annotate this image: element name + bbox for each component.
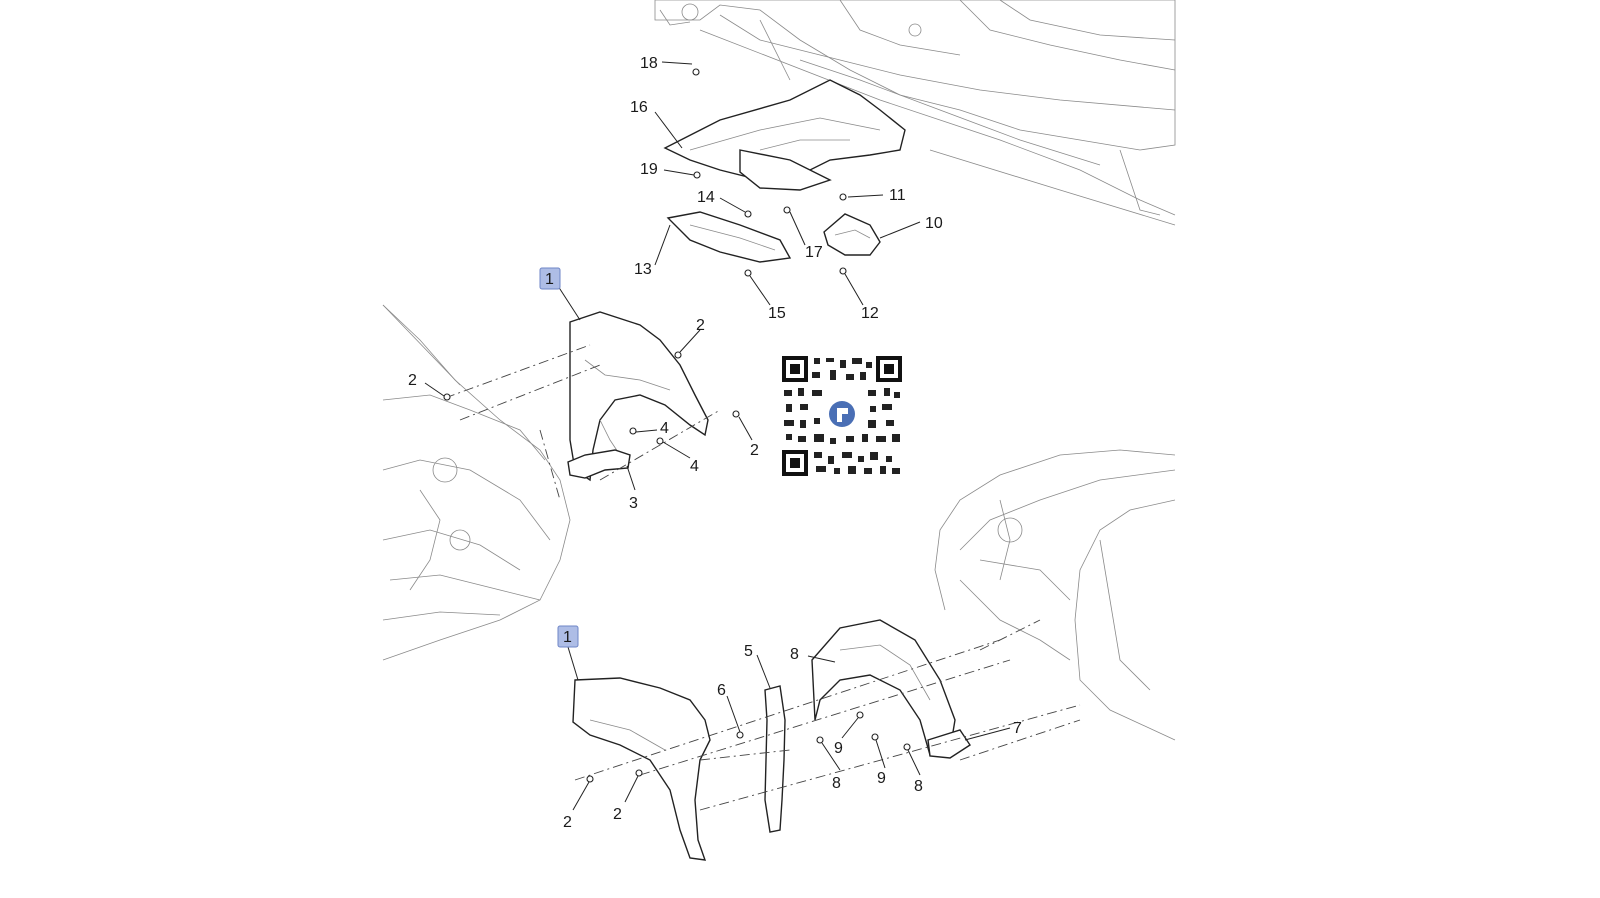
fastener-4a xyxy=(629,427,637,435)
callout-11: 11 xyxy=(889,187,906,204)
fastener-2e xyxy=(635,769,643,777)
fasteners xyxy=(443,68,911,783)
callout-1-lower: 1 xyxy=(563,629,572,646)
front-right-line-art xyxy=(934,449,1176,741)
callout-18: 18 xyxy=(640,55,658,72)
underbody-line-art xyxy=(654,0,1176,226)
fastener-17 xyxy=(783,206,791,214)
callout-4-b: 4 xyxy=(690,458,699,475)
callout-9-a: 9 xyxy=(834,740,843,757)
fastener-19 xyxy=(693,171,701,179)
front-fender-1-lower xyxy=(572,677,711,861)
callout-8-c: 8 xyxy=(914,778,923,795)
fastener-11 xyxy=(839,193,847,201)
fastener-12 xyxy=(839,267,847,275)
callout-13: 13 xyxy=(634,261,652,278)
assembly-guide-lines xyxy=(444,344,1081,811)
fastener-2b xyxy=(443,393,451,401)
fastener-8b xyxy=(903,743,911,751)
fastener-2a xyxy=(674,351,682,359)
underbody-shield-16 xyxy=(663,79,906,191)
front-left-line-art xyxy=(382,304,571,661)
fastener-2c xyxy=(732,410,740,418)
seal-5 xyxy=(764,685,786,833)
callout-12: 12 xyxy=(861,305,879,322)
fastener-8a xyxy=(816,736,824,744)
callout-2-b: 2 xyxy=(408,372,417,389)
bracket-7 xyxy=(927,729,971,759)
callout-1-upper: 1 xyxy=(545,271,554,288)
callout-labels: 18 16 19 14 11 10 13 17 15 12 1 2 2 2 4 … xyxy=(408,55,1022,831)
fastener-9b xyxy=(871,733,879,741)
callout-17: 17 xyxy=(805,244,823,261)
fastener-18 xyxy=(692,68,700,76)
qr-code-icon xyxy=(782,356,902,476)
highlight-box-1-upper xyxy=(539,267,561,290)
callout-9-b: 9 xyxy=(877,770,886,787)
callout-5: 5 xyxy=(744,643,753,660)
callout-7: 7 xyxy=(1013,720,1022,737)
callout-8-a: 8 xyxy=(790,646,799,663)
callout-14: 14 xyxy=(697,189,715,206)
callout-6: 6 xyxy=(717,682,726,699)
fastener-14 xyxy=(744,210,752,218)
callout-3: 3 xyxy=(629,495,638,512)
callout-2-c: 2 xyxy=(750,442,759,459)
callout-15: 15 xyxy=(768,305,786,322)
callout-2-d: 2 xyxy=(563,814,572,831)
callout-10: 10 xyxy=(925,215,943,232)
splash-shield-13 xyxy=(666,211,792,263)
highlight-box-1-lower xyxy=(557,625,579,648)
callout-8-b: 8 xyxy=(832,775,841,792)
fastener-4b xyxy=(656,437,664,445)
fastener-2d xyxy=(586,775,594,783)
logo-icon xyxy=(825,397,859,431)
callout-4-a: 4 xyxy=(660,420,669,437)
callout-19: 19 xyxy=(640,161,658,178)
callout-2-e: 2 xyxy=(613,806,622,823)
wheelhouse-liner-8 xyxy=(811,619,956,756)
callout-2-a: 2 xyxy=(696,317,705,334)
fastener-6 xyxy=(736,731,744,739)
fastener-15 xyxy=(744,269,752,277)
leader-lines xyxy=(424,61,1011,811)
fastener-9a xyxy=(856,711,864,719)
callout-16: 16 xyxy=(630,99,648,116)
bracket-10 xyxy=(823,213,881,256)
